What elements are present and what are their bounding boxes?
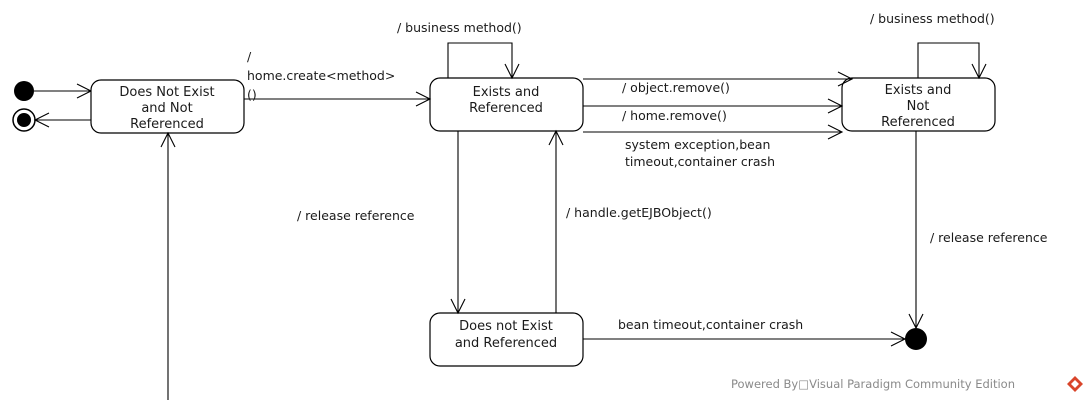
watermark-text: Powered By□Visual Paradigm Community Edi…	[731, 377, 1015, 391]
edge-business-method-self-loop-1	[447, 42, 513, 78]
state-label-line: Does Not Exist	[119, 85, 214, 100]
release-reference-label-2: / release reference	[930, 230, 1048, 245]
state-label-line: Exists and	[473, 85, 540, 100]
state-label-line: and Referenced	[455, 336, 557, 351]
edge-business-method-self-loop-2	[917, 42, 980, 78]
state-label-line: Referenced	[130, 117, 204, 132]
final-state-core	[17, 113, 31, 127]
edge-release-1-arrowhead	[450, 298, 466, 315]
edge-system-exception-arrowhead	[827, 124, 844, 140]
get-ejb-object-label: / handle.getEJBObject()	[566, 205, 712, 220]
state-label-line: Does not Exist	[459, 319, 553, 334]
state-label-line: Not	[907, 99, 930, 114]
edge-release-2-arrowhead	[908, 313, 924, 330]
system-exception-label-line: system exception,bean	[625, 137, 770, 152]
edge-bean-timeout-arrowhead	[890, 331, 907, 347]
edge-business-self-2-arrowhead	[971, 63, 987, 80]
state-label-line: Referenced	[881, 115, 955, 130]
state-does-not-exist-and-referenced: Does not Exist and Referenced	[429, 312, 584, 367]
state-exists-not-referenced: Exists and Not Referenced	[841, 77, 996, 132]
business-method-label-2: / business method()	[870, 11, 995, 26]
state-does-not-exist-not-referenced: Does Not Exist and Not Referenced	[90, 79, 245, 134]
state-label-line: Referenced	[469, 101, 543, 116]
edge-get-ejb-object-arrowhead	[548, 129, 564, 146]
edge-return-arrowhead	[160, 131, 176, 148]
home-remove-label: / home.remove()	[622, 108, 727, 123]
terminate-state	[905, 328, 927, 350]
initial-state	[14, 81, 34, 101]
state-label-line: Exists and	[885, 83, 952, 98]
state-exists-and-referenced: Exists and Referenced	[429, 77, 584, 132]
create-label-slash: /	[247, 49, 252, 64]
bean-timeout-label: bean timeout,container crash	[618, 317, 803, 332]
system-exception-label-line: timeout,container crash	[625, 154, 775, 169]
edge-home-remove-arrowhead	[827, 98, 844, 114]
edge-create-arrowhead	[415, 91, 432, 107]
visual-paradigm-logo-icon	[1067, 376, 1083, 392]
edge-final-arrowhead	[33, 112, 50, 128]
state-label-line: and Not	[141, 101, 192, 116]
business-method-label-1: / business method()	[397, 20, 522, 35]
edge-business-self-1-arrowhead	[504, 63, 520, 80]
release-reference-label-1: / release reference	[297, 208, 415, 223]
create-label-parens: ()	[247, 87, 257, 102]
edge-object-remove-arrowhead	[837, 71, 854, 87]
object-remove-label: / object.remove()	[622, 80, 730, 95]
create-label-method: home.create<method>	[247, 68, 395, 83]
